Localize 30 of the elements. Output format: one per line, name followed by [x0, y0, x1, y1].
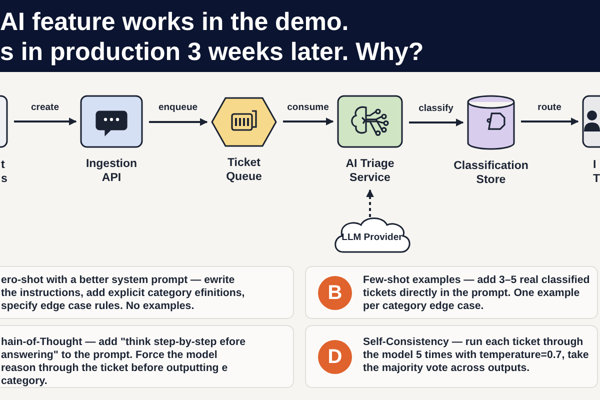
strategy-description: Self-Consistency — run each ticket through the model 5 times with temperature=0.7, take the majority vote across outputs.: [363, 336, 590, 375]
strategy-description: hain-of-Thought — add "think step-by-step efore answering" to the prompt. Force the model reason through the ticket before outputting e category.: [1, 336, 247, 388]
node-label: Ingestion API: [84, 157, 138, 185]
arrow: [366, 189, 374, 217]
card: [305, 325, 598, 388]
strategy-description: ero-shot with a better system prompt — ewrite the instructions, add explicit category efinitions, specify edge case rules. No examples.: [1, 274, 246, 313]
edge-label: enqueue: [156, 102, 200, 113]
card: [305, 266, 598, 319]
letter-badge: B: [318, 276, 352, 310]
node-label: Ticket Queue: [225, 156, 263, 184]
arrow: [149, 118, 208, 126]
edge-label: route: [536, 102, 564, 112]
arrow: [521, 118, 579, 126]
node-label: Classification Store: [452, 159, 530, 187]
arrow: [283, 118, 334, 126]
node-label: I T: [593, 158, 600, 186]
edge-label: create: [29, 102, 61, 112]
subtitle: s in production 3 weeks later. Why?: [0, 38, 424, 66]
node-label: t s: [1, 158, 8, 186]
card: [0, 266, 294, 319]
node-label: LLM Provider: [341, 231, 403, 245]
edge-label: consume: [285, 102, 331, 112]
title: AI feature works in the demo.: [0, 8, 349, 36]
node-label: AI Triage Service: [344, 157, 396, 185]
arrow: [14, 118, 77, 126]
strategy-description: Few-shot examples — add 3–5 real classified tickets directly in the prompt. One example per category edge case.: [363, 274, 591, 313]
letter-badge: D: [318, 340, 352, 374]
card: [0, 325, 294, 388]
edge-label: classify: [416, 102, 456, 114]
arrow: [409, 118, 464, 126]
